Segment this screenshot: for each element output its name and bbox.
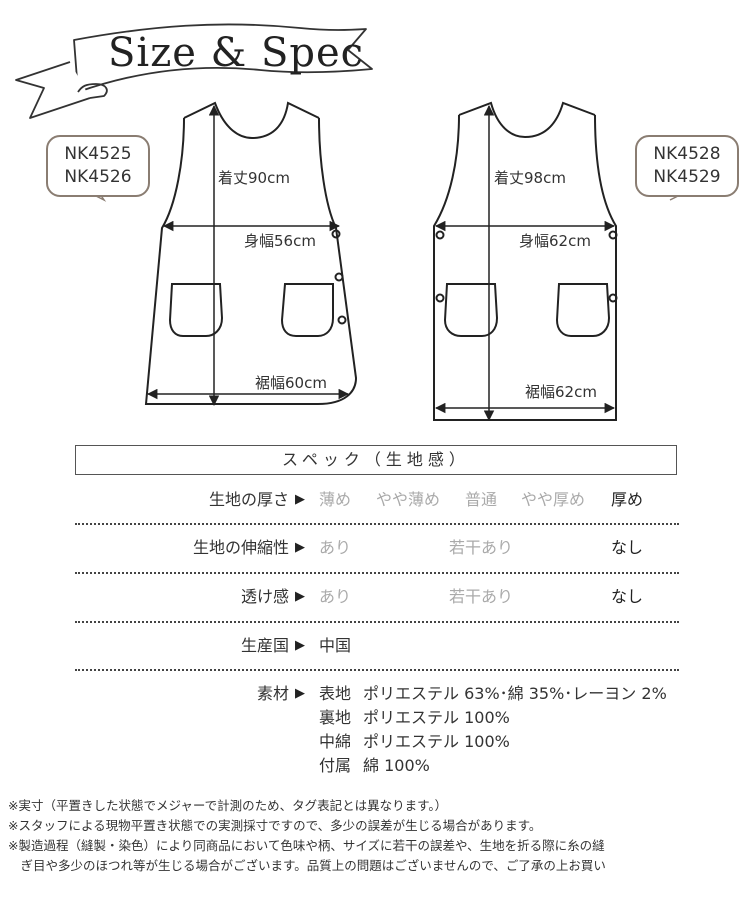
spec-row-country: 生産国 ▶ 中国 [75,622,679,670]
material-value: ポリエステル 100% [363,732,510,751]
body-width-label-right: 身幅62cm [519,232,591,250]
measure-arrows-right [434,104,616,422]
spec-option: 普通 [465,490,498,509]
material-part: 付属 [319,756,352,775]
note-line: ※実寸（平置きした状態でメジャーで計測のため、タグ表記とは異なります。） [8,798,448,813]
material-value: ポリエステル 63%･綿 35%･レーヨン 2% [363,684,667,703]
dotted-divider [75,621,679,623]
size-diagram [15,23,683,422]
material-part: 表地 [319,684,352,703]
garment-left-outline [144,101,358,405]
spec-value: 中国 [319,636,352,655]
spec-label: 生地の厚さ [208,490,289,509]
note-line: ※製造過程（縫製・染色）により同商品において色味や柄、サイズに若干の誤差や、生地… [8,838,605,853]
spec-option: 薄め [319,490,352,509]
garment-right-outline [433,101,618,421]
spec-option: あり [319,587,352,606]
spec-label: 透け感 [240,587,289,606]
spec-option: 若干あり [449,538,514,557]
material-item: 表地ポリエステル 63%･綿 35%･レーヨン 2% [319,682,667,706]
material-part: 中綿 [319,732,352,751]
triangle-right-icon: ▶ [295,540,305,555]
spec-label: 素材 [256,684,289,703]
spec-label: 生産国 [240,636,289,655]
notes: ※実寸（平置きした状態でメジャーで計測のため、タグ表記とは異なります。） ※スタ… [8,796,750,876]
spec-option-selected: 厚め [611,490,644,509]
spec-row-sheerness: 透け感 ▶ あり 若干あり なし [75,573,679,621]
dotted-divider [75,572,679,574]
spec-option: やや薄め [376,490,441,509]
spec-row-thickness: 生地の厚さ ▶ 薄め やや薄め 普通 やや厚め 厚め [75,476,679,524]
note-line: ※スタッフによる現物平置き状態での実測採寸ですので、多少の誤差が生じる場合があり… [8,818,542,833]
spec-header: スペック（生地感） [75,445,677,475]
spec-label: 生地の伸縮性 [192,538,289,557]
material-item: 裏地ポリエステル 100% [319,706,510,730]
spec-option: あり [319,538,352,557]
hem-width-label-right: 裾幅62cm [525,383,597,401]
material-part: 裏地 [319,708,352,727]
material-item: 付属綿 100% [319,754,430,778]
model-code: NK4529 [653,167,721,187]
triangle-right-icon: ▶ [295,589,305,604]
model-code: NK4526 [64,167,132,187]
dotted-divider [75,669,679,671]
spec-option-selected: なし [611,538,644,557]
material-list: 表地ポリエステル 63%･綿 35%･レーヨン 2% 裏地ポリエステル 100%… [319,682,679,782]
triangle-right-icon: ▶ [295,686,305,701]
spec-option: やや厚め [521,490,586,509]
length-label-left: 着丈90cm [218,169,290,187]
material-item: 中綿ポリエステル 100% [319,730,510,754]
model-bubble-right: NK4528 NK4529 [635,135,739,197]
body-width-label-left: 身幅56cm [244,232,316,250]
spec-row-stretch: 生地の伸縮性 ▶ あり 若干あり なし [75,524,679,572]
ribbon-banner-icon [15,23,373,119]
triangle-right-icon: ▶ [295,492,305,507]
spec-option: 若干あり [449,587,514,606]
model-code: NK4528 [653,144,721,164]
triangle-right-icon: ▶ [295,638,305,653]
page-title: Size & Spec [108,30,365,76]
measure-arrows-left [146,104,350,407]
dotted-divider [75,523,679,525]
note-line: ぎ目や多少のほつれ等が生じる場合がございます。品質上の問題はございませんので、ご… [8,858,606,873]
length-label-right: 着丈98cm [494,169,566,187]
material-value: ポリエステル 100% [363,708,510,727]
hem-width-label-left: 裾幅60cm [255,374,327,392]
spec-row-material: 素材 ▶ 表地ポリエステル 63%･綿 35%･レーヨン 2% 裏地ポリエステル… [75,682,679,782]
material-value: 綿 100% [363,756,430,775]
spec-option-selected: なし [611,587,644,606]
model-bubble-left: NK4525 NK4526 [46,135,150,197]
model-code: NK4525 [64,144,132,164]
